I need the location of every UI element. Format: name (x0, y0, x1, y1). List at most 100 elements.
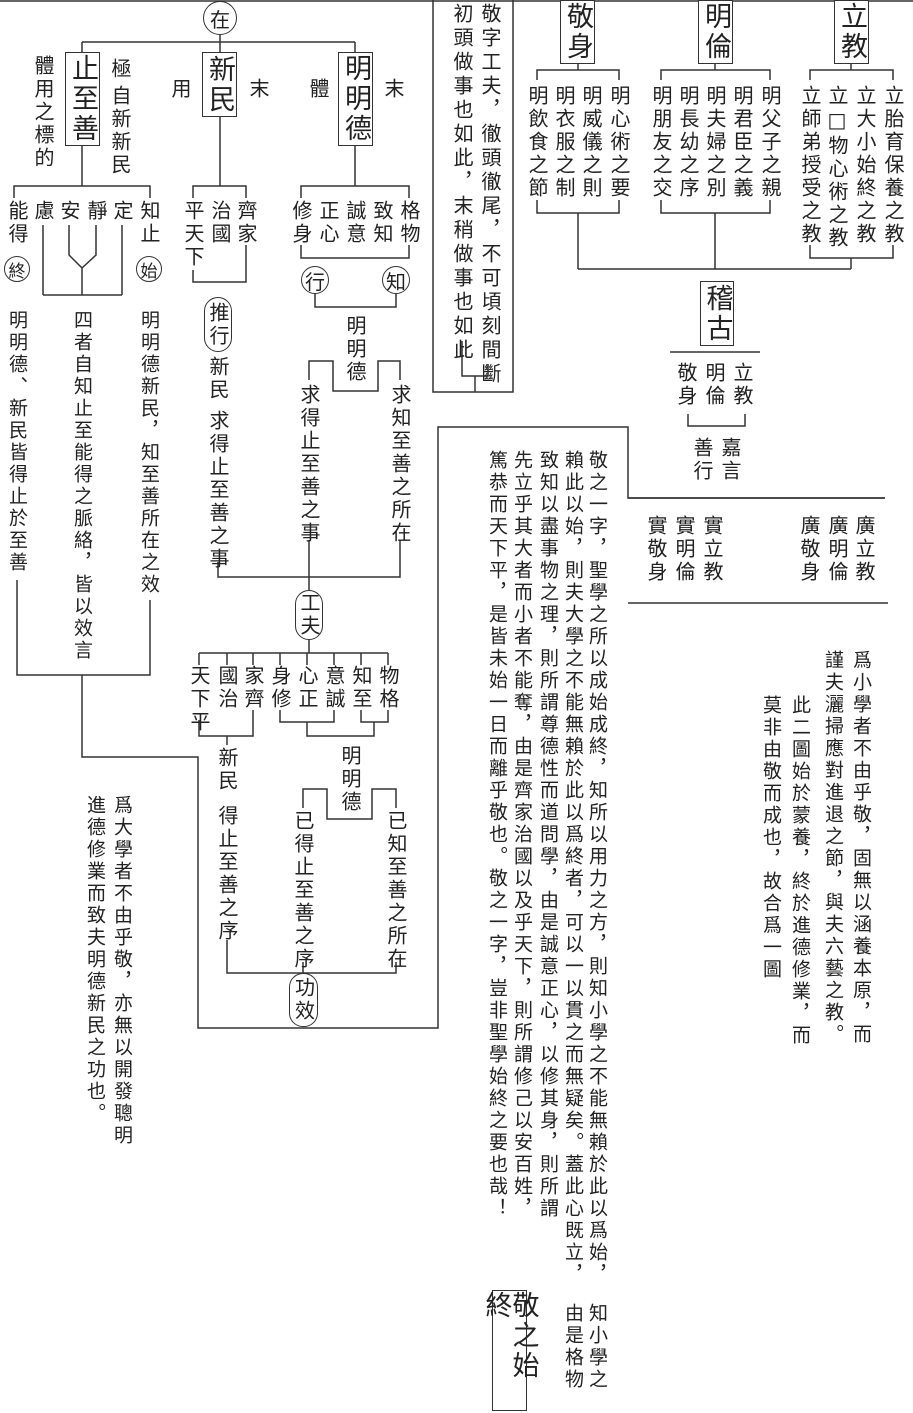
li-jiao-bracket (809, 64, 894, 269)
branch-wu-ge: 物格 (376, 665, 400, 711)
big-frame (81, 426, 885, 1029)
jigu-item-ming-lun: 明倫 (702, 362, 726, 408)
box-label: 止至善 (67, 54, 98, 144)
gongfu-sub-brackets (198, 710, 389, 745)
oval-label: 工夫 (297, 592, 321, 638)
gongfu-bracket (198, 640, 389, 665)
box-xin-min: 新民 (202, 52, 237, 117)
branch-tian-xia-ping: 天下平 (187, 665, 211, 734)
circle-zhong: 終 (4, 256, 30, 282)
label-zi-xin: 自新新民 (108, 85, 132, 177)
branch-jia-qi: 家齊 (241, 665, 265, 711)
label-mo: 末 (246, 78, 270, 101)
branch-zhi-zhi: 知止 (137, 200, 161, 246)
branch-zhi-zhi: 知至 (349, 665, 373, 711)
box-title-jing-zhi-shi-zhong: 敬之始終 (481, 1290, 539, 1411)
gongxiao-bracket (226, 940, 397, 974)
notes-bracket (16, 580, 151, 676)
root-circle-zai: 在 (203, 1, 237, 35)
xing-zhi-link (314, 294, 397, 308)
title-label: 敬之始終 (480, 1291, 539, 1381)
box-label: 新民 (204, 54, 235, 115)
note-bracket (461, 341, 489, 392)
note-jing-gongfu: 敬字工夫，徹頭徹尾，不可頃刻間斷 (478, 3, 502, 387)
essay-column: 賴此以始，則夫大學之不能無賴於此以爲終者，可以一以貫之而無疑矣。蓋此心既立， (562, 450, 584, 1286)
note-box (432, 0, 514, 393)
summary-2: 莫非由敬而成也，故合爲一圖 (760, 695, 782, 981)
box-li-jiao: 立教 (834, 0, 869, 64)
note-mmd-xinmin: 明明德、新民皆得止於至善 (6, 310, 28, 574)
label-xin-min-2: 新民 (215, 747, 239, 793)
item-ming-lun: 明朋友之交 (649, 85, 673, 200)
item-li-jiao: 立□物心術之教 (825, 85, 849, 250)
item-ming-lun: 明父子之親 (758, 85, 782, 200)
essay-column: 先立乎其大者而小者不能奪，由是齊家治國以及乎天下，則所謂修己以安百姓， (511, 450, 533, 1220)
ming-bracket (300, 185, 410, 259)
box-ming-lun: 明倫 (698, 0, 733, 64)
circle-xing: 行 (301, 266, 329, 294)
branch-neng-de: 能得 (5, 200, 29, 246)
oval-label: 功效 (291, 977, 316, 1023)
label-yong: 用 (168, 78, 192, 101)
box-label: 明明德 (340, 54, 371, 144)
guang-item: 廣敬身 (797, 515, 821, 584)
box-zhi-zhi-shan: 止至善 (65, 52, 100, 146)
shi-item: 實立教 (700, 515, 724, 584)
branch-lu: 慮 (31, 200, 55, 223)
label-qiu-de-2: 求得止至善之事 (206, 410, 230, 571)
oval-gongfu: 工夫 (295, 590, 323, 640)
label-yi-zhi: 已知至善之所在 (384, 810, 408, 971)
label-qiu-de: 求得止至善之事 (297, 384, 321, 545)
stems (81, 117, 356, 186)
oval-tui-xing: 推行 (204, 297, 232, 352)
note-xiaoxue-1: 爲小學者不由乎敬，固無以涵養本原，而 (850, 650, 872, 1046)
label-ti-yong-biao: 體用之標的 (31, 55, 55, 170)
branch-ping-tian-xia: 平天下 (181, 200, 205, 269)
guang-item: 廣明倫 (825, 515, 849, 584)
branch-guo-zhi: 國治 (215, 665, 239, 711)
jigu-item-li-jiao: 立教 (730, 362, 754, 408)
branch-shen-xiu: 身修 (268, 665, 292, 711)
qiu-bracket (217, 540, 401, 590)
branch-ding: 定 (110, 200, 134, 223)
branch-cheng-yi: 誠意 (343, 200, 367, 246)
label-de-xu: 得止至善之序 (215, 805, 239, 943)
summary-1: 此二圖始於蒙養，終於進德修業，而 (789, 695, 811, 1047)
xin-bracket (192, 185, 247, 283)
branch-xin-zheng: 心正 (295, 665, 319, 711)
item-ming-lun: 明夫婦之別 (703, 85, 727, 200)
essay-column: 知小學之 (586, 1303, 608, 1391)
item-li-jiao: 立師弟授受之教 (798, 85, 822, 246)
branch-an: 安 (57, 200, 81, 223)
item-jing-shen: 明心術之要 (607, 85, 631, 200)
note-si-zhe: 四者自知止至能得之脈絡，皆以效言 (71, 310, 93, 662)
circle-zhi: 知 (382, 266, 410, 294)
circle-shi: 始 (136, 256, 162, 282)
item-jing-shen: 明飲食之節 (525, 85, 549, 200)
zhi-bracket (13, 185, 151, 198)
box-label: 稽古 (701, 283, 733, 344)
item-jing-shen: 明衣服之制 (552, 85, 576, 200)
mmd-bracket-1 (308, 360, 401, 392)
note-zhi-zhi-shan-xiao: 明明德新民，知至善所在之效 (138, 310, 160, 596)
item-ming-lun: 明長幼之序 (676, 85, 700, 200)
branch-ge-wu: 格物 (397, 200, 421, 246)
guang-item: 廣立教 (852, 515, 876, 584)
branch-zhi-zhi: 致知 (370, 200, 394, 246)
root-branches (81, 35, 356, 52)
note-daxue-2: 進德修業而致夫明德新民之功也。 (84, 795, 106, 1125)
note-daxue-1: 爲大學者不由乎敬，亦無以開發聰明 (111, 795, 133, 1147)
label-shan-xing: 善行 (690, 437, 714, 483)
item-li-jiao: 立大小始終之教 (853, 85, 877, 246)
label-xin-min: 新民 (206, 356, 230, 402)
mmd-bracket-2 (302, 788, 397, 820)
branch-jing: 靜 (84, 200, 108, 223)
label-mo: 末 (381, 78, 405, 101)
label-ji: 極 (108, 58, 132, 81)
oval-gongxiao: 功效 (289, 973, 318, 1027)
note-xiaoxue-2: 謹夫灑掃應對進退之節，與夫六藝之教。 (822, 650, 844, 1046)
label-ming-ming-de: 明明德 (343, 315, 367, 384)
box-ming-ming-de: 明明德 (338, 52, 373, 146)
